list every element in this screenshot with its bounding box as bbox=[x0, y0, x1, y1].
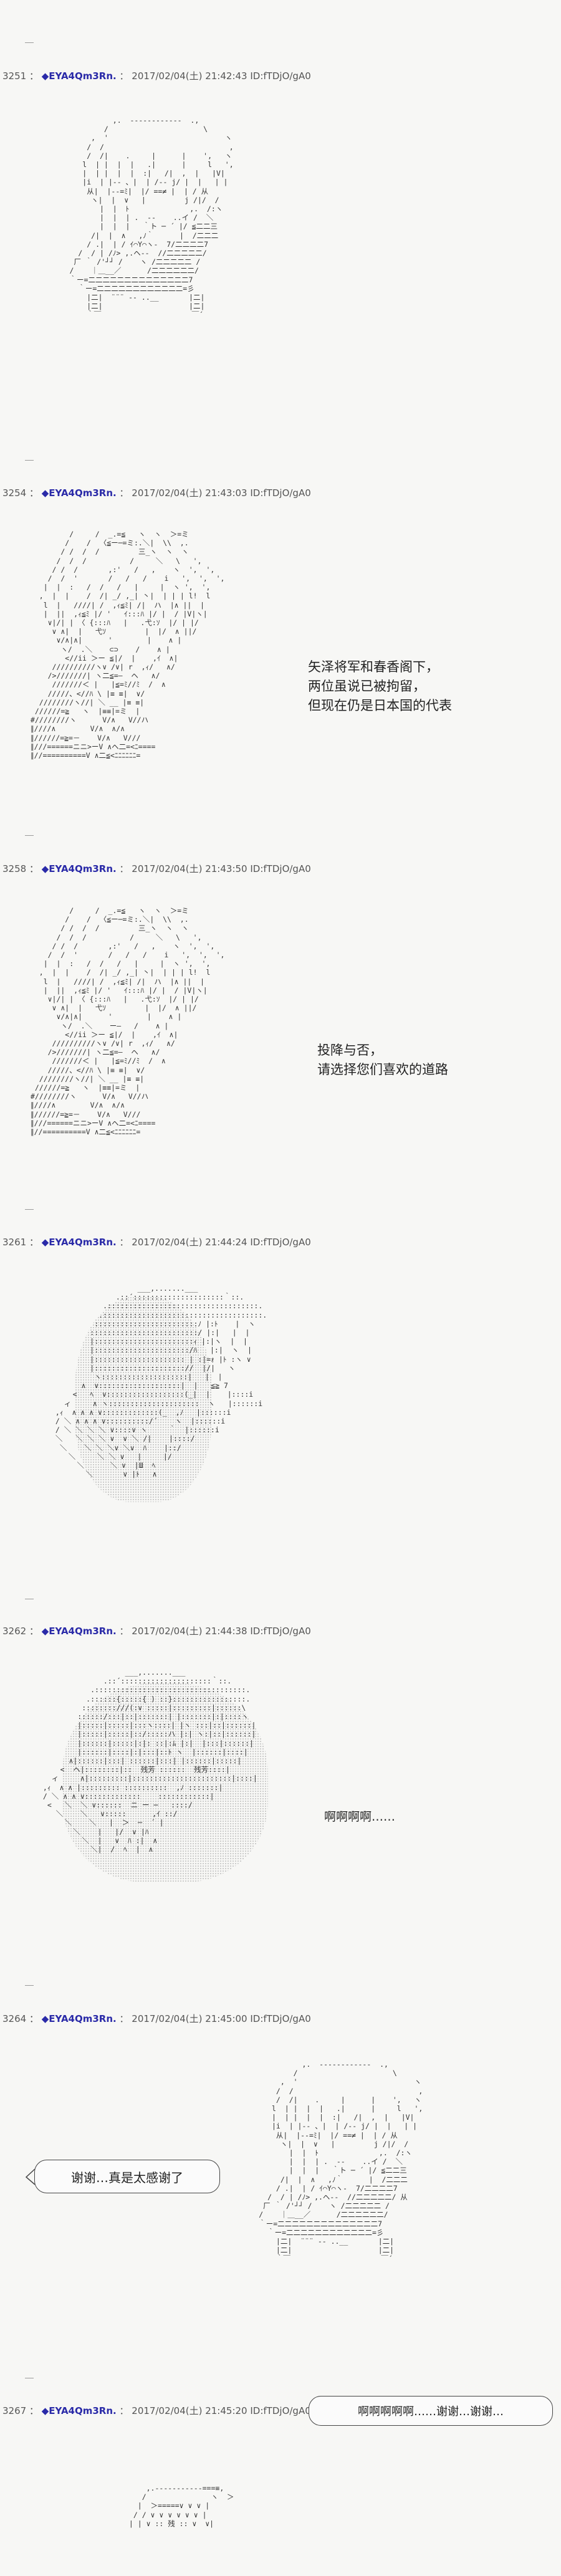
post-divider bbox=[25, 42, 34, 43]
post-number[interactable]: 3264 bbox=[2, 2013, 27, 2024]
post-divider bbox=[25, 1985, 34, 1986]
ascii-art: ,.-----------===≡, / ヽ ＞ | ＞=====∨ ∨ ∨ |… bbox=[128, 2484, 234, 2528]
speech-bubble: 啊啊啊啊啊……谢谢…谢谢… bbox=[309, 2396, 553, 2426]
narration-caption: 矢泽将军和春香阁下， 两位虽说已被拘留， 但现在仍是日本国的代表 bbox=[308, 659, 452, 713]
post-datetime: 2017/02/04(土) 21:42:43 bbox=[132, 70, 247, 82]
ascii-art: ___,.......___ .::´:::::::::::::::::::::… bbox=[55, 1284, 267, 1479]
ascii-art: ,. ------------ ., / \ , ' ヽ / / , / /| … bbox=[259, 2060, 423, 2264]
narration-caption: 投降与否， 请选择您们喜欢的道路 bbox=[317, 1043, 448, 1077]
post-number[interactable]: 3262 bbox=[2, 1626, 27, 1637]
post-divider bbox=[25, 460, 34, 461]
post-header: 3258 ： ◆EYA4Qm3Rn. ： 2017/02/04(土) 21:43… bbox=[2, 863, 311, 874]
post-header: 3262 ： ◆EYA4Qm3Rn. ： 2017/02/04(土) 21:44… bbox=[2, 1626, 311, 1637]
post-number[interactable]: 3251 bbox=[2, 70, 27, 82]
post-datetime: 2017/02/04(土) 21:44:24 bbox=[132, 1237, 247, 1248]
speech-bubble: 谢谢…真是太感谢了 bbox=[34, 2160, 220, 2193]
post-id[interactable]: ID:fTDjO/gA0 bbox=[250, 487, 311, 499]
post-datetime: 2017/02/04(土) 21:43:03 bbox=[132, 487, 247, 499]
post-divider bbox=[25, 835, 34, 836]
ascii-art: / / _.=≦ ヽ ヽ ＞=ミ / / 〈≦ー─=ミ:.＼| \\ ,. / … bbox=[30, 906, 225, 1137]
post-number[interactable]: 3258 bbox=[2, 863, 27, 874]
post-author[interactable]: ◆EYA4Qm3Rn. bbox=[41, 70, 117, 82]
post-datetime: 2017/02/04(土) 21:44:38 bbox=[132, 1626, 247, 1637]
post-number[interactable]: 3254 bbox=[2, 487, 27, 499]
ascii-art: ___,.......___ .::´:::::::::::::::::::::… bbox=[42, 1668, 257, 1854]
post-id[interactable]: ID:fTDjO/gA0 bbox=[250, 2013, 311, 2024]
post-divider bbox=[25, 1209, 34, 1210]
ascii-art: ,. ------------ ., / \ , ' ヽ / / , / /| … bbox=[69, 116, 234, 320]
post-number[interactable]: 3261 bbox=[2, 1237, 27, 1248]
post-id[interactable]: ID:fTDjO/gA0 bbox=[250, 863, 311, 874]
speech-bubble-tail bbox=[25, 2168, 36, 2185]
post-number[interactable]: 3267 bbox=[2, 2405, 27, 2416]
post-id[interactable]: ID:fTDjO/gA0 bbox=[250, 1626, 311, 1637]
post-author[interactable]: ◆EYA4Qm3Rn. bbox=[41, 1237, 117, 1248]
post-id[interactable]: ID:fTDjO/gA0 bbox=[250, 70, 311, 82]
speech-bubble-text: 啊啊啊啊啊……谢谢…谢谢… bbox=[358, 2405, 504, 2418]
ascii-art: / / _.=≦ ヽ ヽ ＞=ミ / / 〈≦ー─=ミ:.＼| \\ ,. / … bbox=[30, 530, 225, 760]
post-header: 3264 ： ◆EYA4Qm3Rn. ： 2017/02/04(土) 21:45… bbox=[2, 2013, 311, 2024]
post-header: 3267 ： ◆EYA4Qm3Rn. ： 2017/02/04(土) 21:45… bbox=[2, 2405, 311, 2416]
speech-bubble-text: 谢谢…真是太感谢了 bbox=[71, 2170, 183, 2185]
post-author[interactable]: ◆EYA4Qm3Rn. bbox=[41, 863, 117, 874]
post-datetime: 2017/02/04(土) 21:45:00 bbox=[132, 2013, 247, 2024]
post-author[interactable]: ◆EYA4Qm3Rn. bbox=[41, 2405, 117, 2416]
post-datetime: 2017/02/04(土) 21:43:50 bbox=[132, 863, 247, 874]
post-header: 3251 ： ◆EYA4Qm3Rn. ： 2017/02/04(土) 21:42… bbox=[2, 70, 311, 82]
post-id[interactable]: ID:fTDjO/gA0 bbox=[250, 1237, 311, 1248]
hair-shading bbox=[62, 1683, 268, 1882]
post-author[interactable]: ◆EYA4Qm3Rn. bbox=[41, 1626, 117, 1637]
post-author[interactable]: ◆EYA4Qm3Rn. bbox=[41, 487, 117, 499]
post-header: 3254 ： ◆EYA4Qm3Rn. ： 2017/02/04(土) 21:43… bbox=[2, 487, 311, 499]
hair-shading bbox=[75, 1296, 212, 1502]
post-author[interactable]: ◆EYA4Qm3Rn. bbox=[41, 2013, 117, 2024]
post-header: 3261 ： ◆EYA4Qm3Rn. ： 2017/02/04(土) 21:44… bbox=[2, 1237, 311, 1248]
dialogue-text: 啊啊啊啊…… bbox=[324, 1810, 396, 1824]
post-datetime: 2017/02/04(土) 21:45:20 bbox=[132, 2405, 247, 2416]
post-id[interactable]: ID:fTDjO/gA0 bbox=[250, 2405, 311, 2416]
